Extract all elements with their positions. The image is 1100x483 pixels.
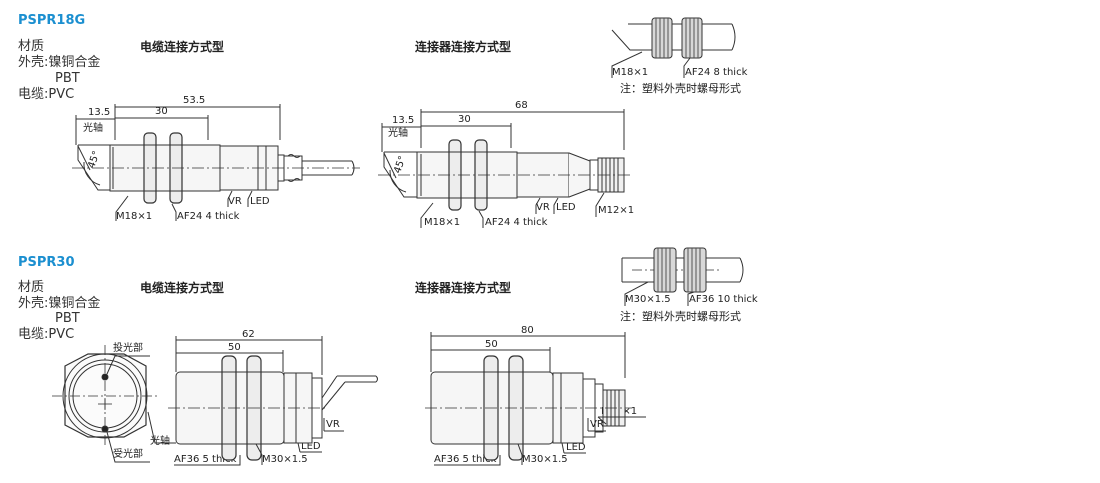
connector-type-title-2: 连接器连接方式型 <box>415 281 512 295</box>
led-label-conn: LED <box>556 202 576 213</box>
spec-cable: 电缆:PVC <box>18 87 75 102</box>
cable-type-title-2: 电缆连接方式型 <box>140 281 225 295</box>
pspr18g-connector-drawing <box>378 109 632 228</box>
nut-label-2: AF36 5 thick <box>174 454 237 465</box>
model-name-pspr18g: PSPR18G <box>18 13 86 28</box>
dim-68: 68 <box>515 100 528 111</box>
optical-axis-label: 光轴 <box>83 123 103 134</box>
spec-material-2: 材质 <box>18 280 45 295</box>
detail-nut-label-2: AF36 10 thick <box>689 294 758 305</box>
nut-label-conn: AF24 4 thick <box>485 217 548 228</box>
detail-note: 注：塑料外壳时螺母形式 <box>620 82 741 95</box>
nut-label-2-conn: AF36 5 thick <box>434 454 497 465</box>
spec-pbt: PBT <box>55 71 80 86</box>
spec-pbt-2: PBT <box>55 311 80 326</box>
dim-30-conn: 30 <box>458 114 471 125</box>
led-label-2: LED <box>301 441 321 452</box>
model-name-pspr30: PSPR30 <box>18 255 75 270</box>
connector-type-title: 连接器连接方式型 <box>415 40 512 54</box>
vr-label-2-conn: VR <box>590 419 604 430</box>
spec-shell-2: 外壳:镍铜合金 <box>18 296 101 311</box>
pspr30-front-view <box>52 345 176 463</box>
pspr30-connector-drawing <box>425 332 646 466</box>
dim-53-5: 53.5 <box>183 95 206 106</box>
pspr18g-cable-drawing <box>72 104 360 221</box>
dim-80: 80 <box>521 325 534 336</box>
dim-13-5-conn: 13.5 <box>392 115 415 126</box>
dim-30: 30 <box>155 106 168 117</box>
thread-label-2-conn: M30×1.5 <box>522 454 568 465</box>
dim-50: 50 <box>228 342 241 353</box>
led-label: LED <box>250 196 270 207</box>
emitter-label: 投光部 <box>113 343 143 354</box>
detail-note-2: 注：塑料外壳时螺母形式 <box>620 310 741 323</box>
detail-thread-label-2: M30×1.5 <box>625 294 671 305</box>
vr-label-conn: VR <box>536 202 550 213</box>
pspr30-nut-detail <box>621 247 744 306</box>
nut-label: AF24 4 thick <box>177 211 240 222</box>
pspr30-cable-drawing <box>168 336 378 466</box>
pspr18g-nut-detail <box>611 17 736 78</box>
optical-axis-label-conn: 光轴 <box>388 128 408 139</box>
dim-50-conn: 50 <box>485 339 498 350</box>
receiver-label: 受光部 <box>113 449 143 460</box>
detail-nut-label: AF24 8 thick <box>685 67 748 78</box>
vr-label-2: VR <box>326 419 340 430</box>
thread-label-conn: M18×1 <box>424 217 461 228</box>
dim-62: 62 <box>242 329 255 340</box>
connector-thread-label: M12×1 <box>598 205 635 216</box>
thread-label-2: M30×1.5 <box>262 454 308 465</box>
cable-type-title: 电缆连接方式型 <box>140 40 225 54</box>
led-label-2-conn: LED <box>566 442 586 453</box>
spec-material: 材质 <box>18 39 45 54</box>
detail-thread-label: M18×1 <box>612 67 649 78</box>
vr-label: VR <box>228 196 242 207</box>
spec-cable-2: 电缆:PVC <box>18 327 75 342</box>
spec-shell: 外壳:镍铜合金 <box>18 55 101 70</box>
thread-label: M18×1 <box>116 211 153 222</box>
dim-13-5: 13.5 <box>88 107 111 118</box>
axis-label-front: 光轴 <box>150 436 170 447</box>
